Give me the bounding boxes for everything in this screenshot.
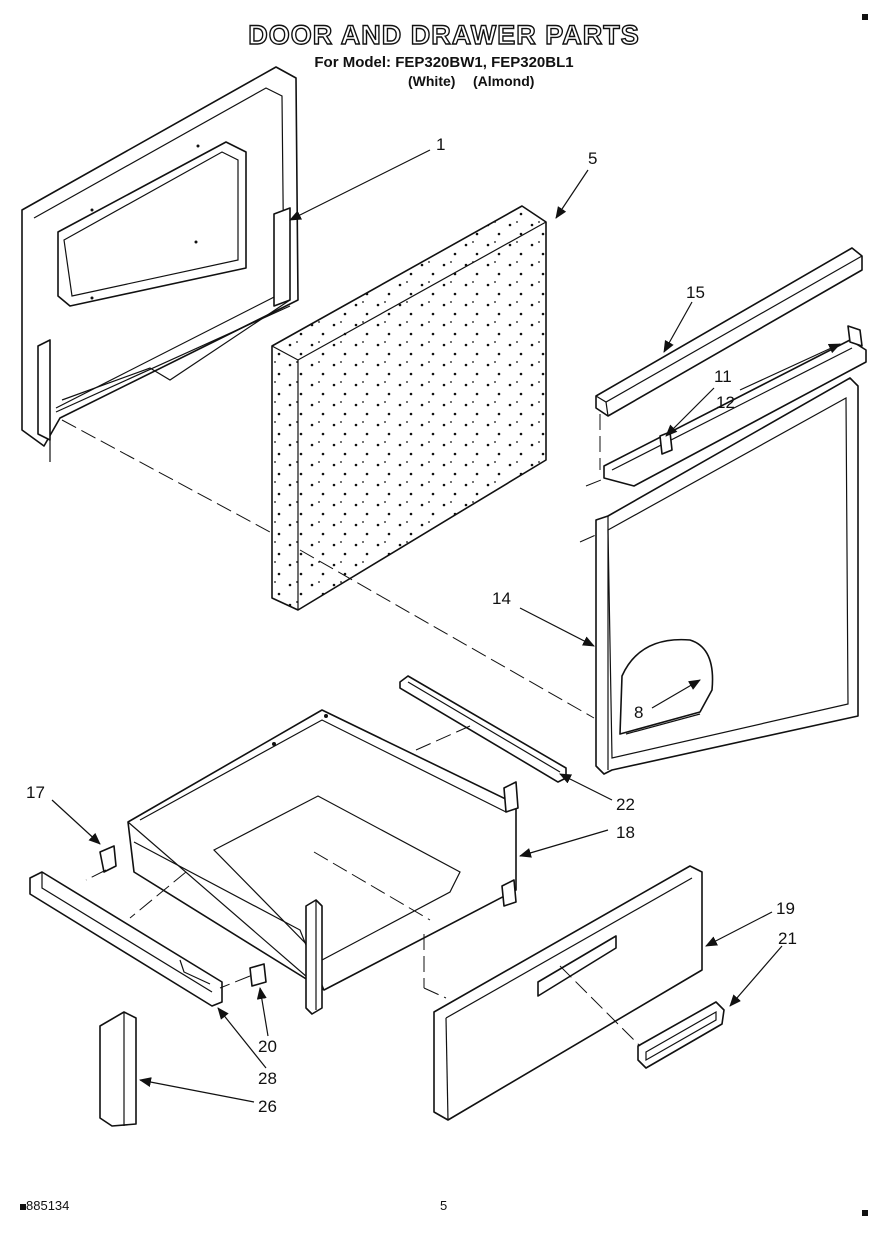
- drawer-support-rail: [29, 871, 223, 1007]
- drawer-guide-20: [249, 963, 267, 987]
- callout-5: 5: [588, 149, 598, 168]
- callout-26: 26: [258, 1097, 277, 1116]
- drawer-body: [127, 709, 519, 991]
- door-insulation: [271, 205, 547, 611]
- drawer-post: [305, 899, 323, 1015]
- drawer-end-cap: [99, 1011, 137, 1127]
- outer-door-frame: [595, 377, 859, 775]
- callout-1: 1: [436, 135, 446, 154]
- callout-12: 12: [716, 393, 735, 412]
- corner-marks: [20, 14, 868, 1216]
- page-title: DOOR AND DRAWER PARTS: [248, 19, 640, 50]
- callout-14: 14: [492, 589, 511, 608]
- callout-21: 21: [778, 929, 797, 948]
- callout-28: 28: [258, 1069, 277, 1088]
- callout-19: 19: [776, 899, 795, 918]
- drawer-front-panel: [433, 865, 703, 1121]
- callout-15: 15: [686, 283, 705, 302]
- callout-11: 11: [714, 367, 732, 386]
- leader-lines: [51, 149, 841, 1103]
- model-line: For Model: FEP320BW1, FEP320BL1: [314, 54, 574, 71]
- alignment-lines: [61, 414, 641, 1047]
- variant-almond: (Almond): [473, 73, 535, 89]
- page-number: 5: [440, 1198, 448, 1213]
- callout-20: 20: [258, 1037, 277, 1056]
- drawer-handle: [637, 1001, 725, 1069]
- door-trim: [595, 247, 863, 417]
- callout-22: 22: [616, 795, 635, 814]
- document-number: 885134: [26, 1198, 70, 1213]
- drawer-guide-17: [99, 845, 117, 873]
- callout-8: 8: [634, 703, 644, 722]
- inner-door-panel: [21, 66, 299, 462]
- variant-white: (White): [408, 73, 456, 89]
- callout-17: 17: [26, 783, 45, 802]
- callout-18: 18: [616, 823, 635, 842]
